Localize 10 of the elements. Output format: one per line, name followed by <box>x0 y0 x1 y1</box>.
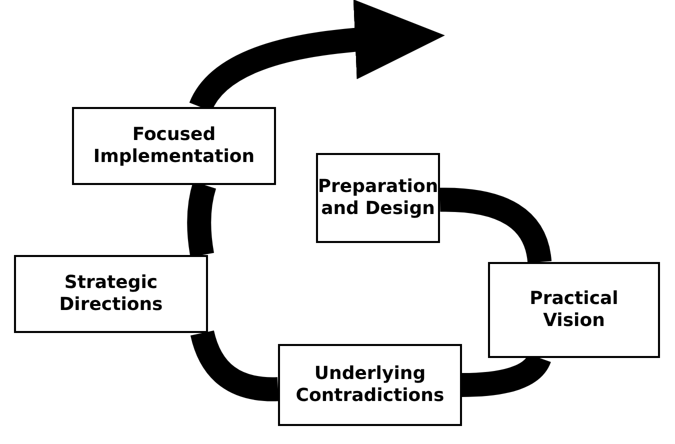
stage-box <box>72 107 276 185</box>
stage-box <box>14 255 208 333</box>
stage-label: Preparation and Design <box>318 176 438 220</box>
stage-label: Strategic Directions <box>58 272 164 316</box>
stage-label: Underlying Contradictions <box>294 362 446 408</box>
stage-label: Practical Vision <box>528 288 620 332</box>
stage-box <box>278 344 462 426</box>
stage-box <box>316 153 440 243</box>
stage-box <box>488 262 660 358</box>
stage-label: Focused Implementation <box>92 124 256 168</box>
